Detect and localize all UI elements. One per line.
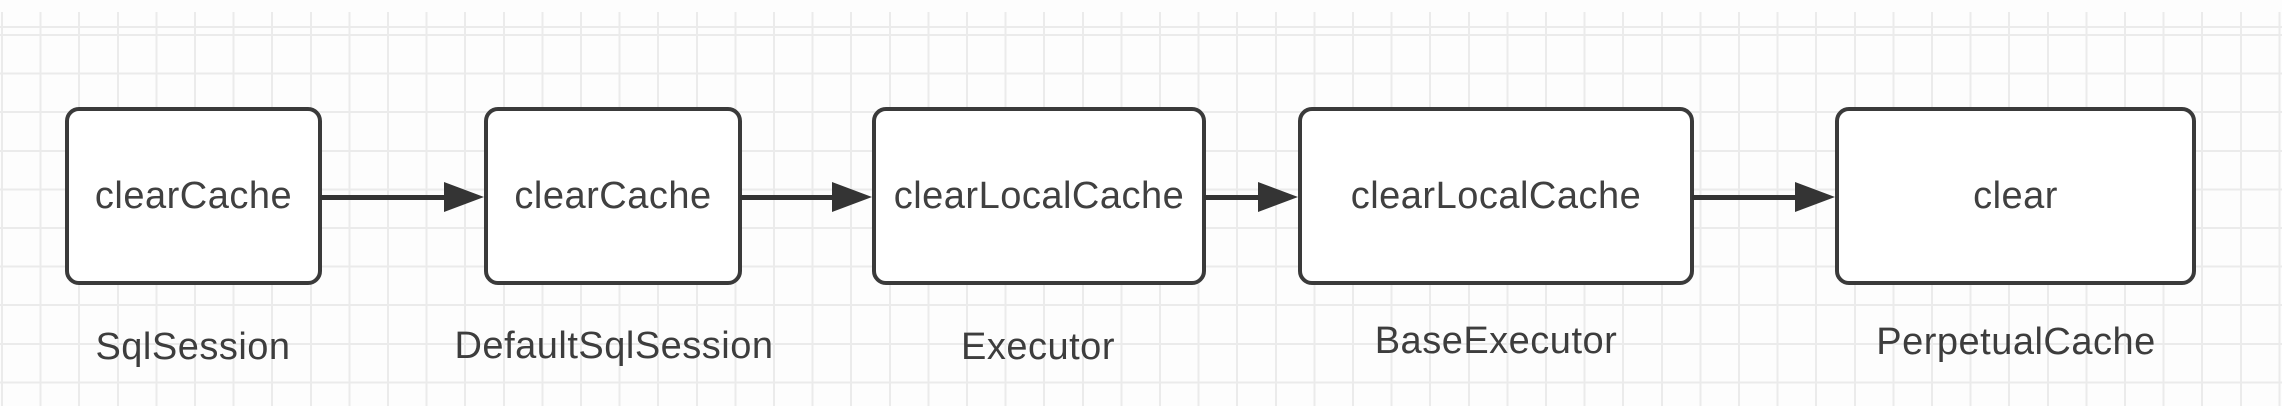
component-label-baseexecutor: BaseExecutor [1374,320,1618,362]
component-label-sqlsession: SqlSession [95,326,291,368]
method-label: clearLocalCache [1350,174,1642,217]
node-box-baseexecutor: clearLocalCache [1298,107,1694,285]
arrow-head-icon [1258,182,1298,212]
node-box-executor: clearLocalCache [872,107,1206,285]
node-box-perpetualcache: clear [1835,107,2196,285]
method-label: clearLocalCache [893,174,1185,217]
node-box-defaultsqlsession: clearCache [484,107,742,285]
method-label: clearCache [94,174,293,217]
component-label-perpetualcache: PerpetualCache [1876,321,2156,363]
node-box-sqlsession: clearCache [65,107,322,285]
arrow-head-icon [444,182,484,212]
arrow-head-icon [832,182,872,212]
component-label-executor: Executor [961,326,1115,368]
arrow-line-4 [1692,195,1797,200]
method-label: clear [1973,174,2058,217]
arrow-line-2 [740,195,834,200]
component-label-defaultsqlsession: DefaultSqlSession [454,325,774,367]
arrow-head-icon [1795,182,1835,212]
arrow-line-1 [320,195,446,200]
method-label: clearCache [514,174,712,217]
arrow-line-3 [1204,195,1260,200]
